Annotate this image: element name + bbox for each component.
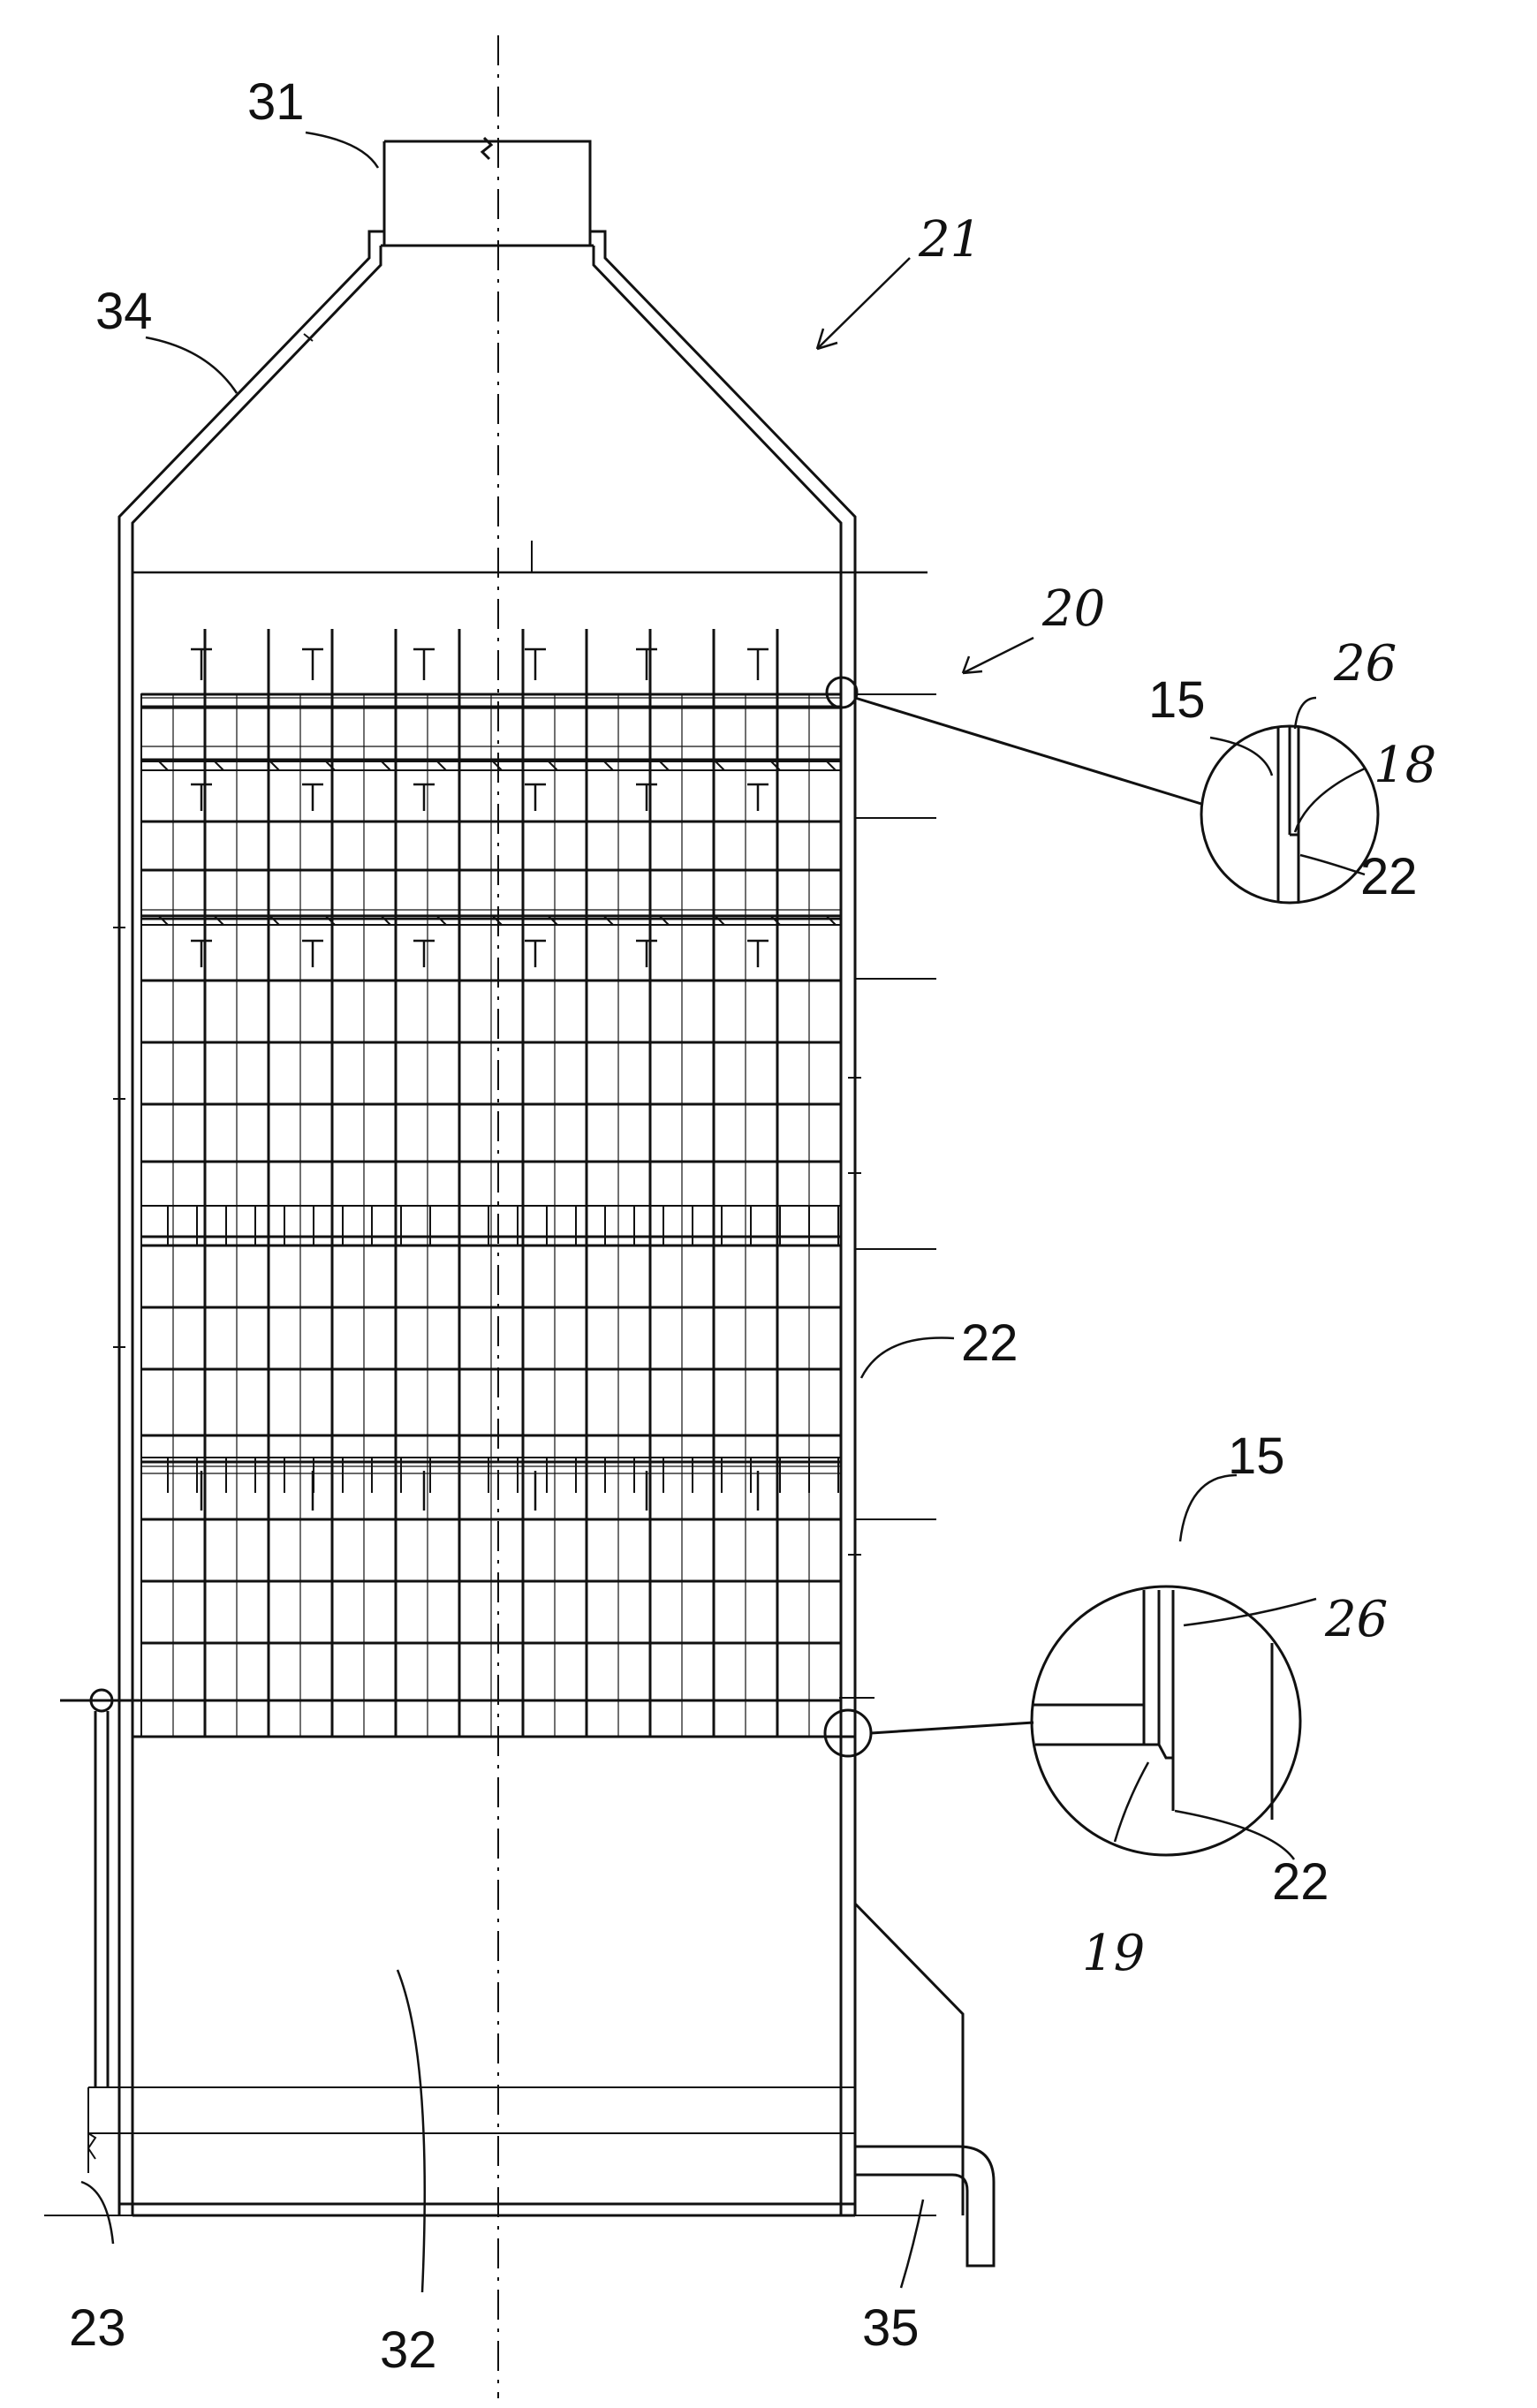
distributor-link [437,761,446,770]
lower-wall-callout [825,1586,1300,1855]
distributor-link [549,761,557,770]
label-21: 21 [918,211,981,269]
label-18: 18 [1374,737,1436,794]
label-22-callout-bottom: 22 [1272,1853,1329,1911]
leader-lines [81,133,1365,2292]
label-31: 31 [247,73,305,131]
label-35: 35 [862,2299,920,2357]
distributor-link [215,761,223,770]
distributor-link [716,761,724,770]
label-32: 32 [380,2321,437,2379]
label-15-bottom: 15 [1228,1427,1285,1485]
distributor-link [382,761,390,770]
distributor-link [270,761,279,770]
packing-modules [141,629,841,1737]
distributor-link [159,761,168,770]
distributor-link [827,761,836,770]
distributor-link [604,761,613,770]
wall-ticks [113,334,874,1698]
upper-wall-callout [827,678,1378,903]
conical-hood [119,231,855,548]
label-26-top: 26 [1333,635,1397,693]
label-19: 19 [1082,1925,1145,1982]
top-outlet [384,138,590,240]
reference-numerals: 31 21 34 20 15 26 18 22 22 15 26 22 19 2… [69,73,1436,2379]
left-inlet-pipe [60,1687,141,2087]
label-20: 20 [1041,580,1105,638]
label-26-bottom: 26 [1324,1591,1388,1648]
sump-region [88,1737,855,2173]
distributor-link [660,761,669,770]
label-23: 23 [69,2299,126,2357]
label-22-callout-top: 22 [1360,848,1418,905]
label-34: 34 [95,283,153,340]
level-marker-lines [132,541,936,1519]
label-15-top: 15 [1148,671,1206,729]
drain-housing [855,1904,994,2266]
label-22-wall: 22 [961,1314,1018,1372]
tower-walls [44,530,936,2215]
